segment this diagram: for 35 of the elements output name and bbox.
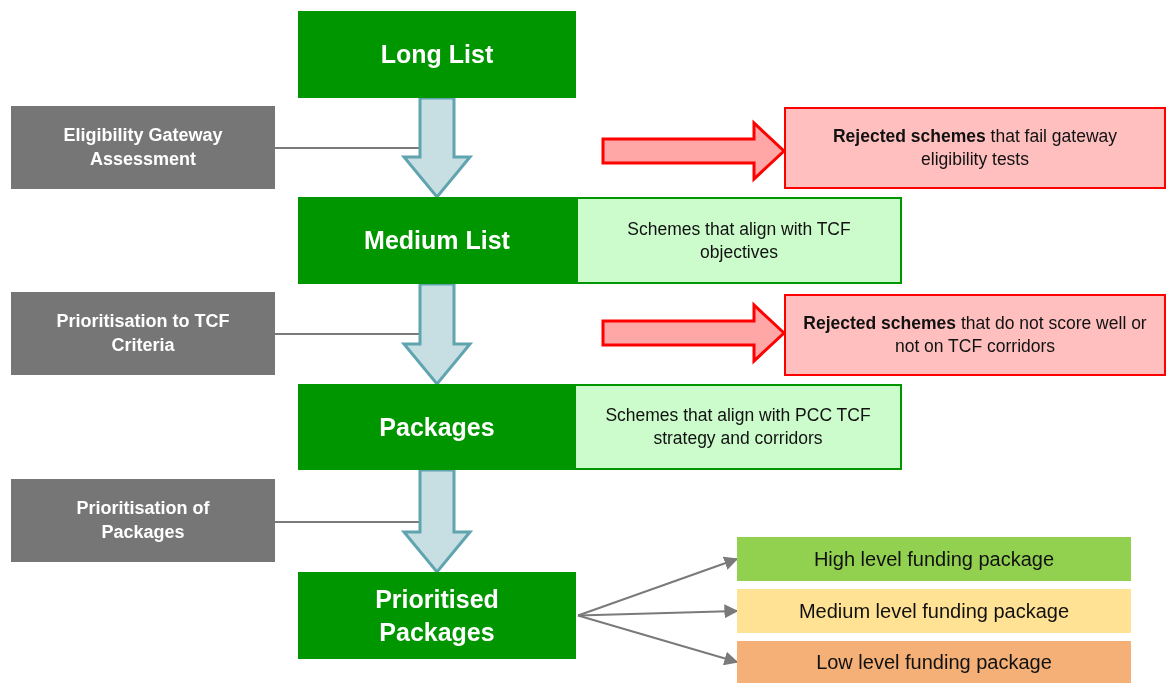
block-arrow xyxy=(400,282,474,387)
node-text: Schemes that align with TCF objectives xyxy=(626,217,852,264)
node-text: Medium List xyxy=(363,225,511,257)
node-text: Rejected schemes that fail gateway eligibility tests xyxy=(831,125,1119,171)
node-text: Eligibility Gateway Assessment xyxy=(62,124,224,171)
node-text: High level funding package xyxy=(812,547,1056,572)
node-text: Prioritisation of Packages xyxy=(75,497,211,544)
rejected-box xyxy=(784,107,1166,189)
block-arrow xyxy=(601,119,787,183)
stage-box xyxy=(298,384,576,470)
block-arrow xyxy=(601,301,787,365)
activity-box xyxy=(11,106,275,189)
stage-box xyxy=(298,572,576,659)
node-text: Schemes that align with PCC TCF strategy and corridors xyxy=(604,404,872,450)
activity-box xyxy=(11,479,275,562)
rejected-box xyxy=(784,294,1166,376)
node-text: Long List xyxy=(379,39,495,71)
block-arrow xyxy=(400,96,474,200)
node-text: Low level funding package xyxy=(815,650,1053,675)
node-text: Medium level funding package xyxy=(797,599,1071,624)
block-arrow xyxy=(400,468,474,575)
node-text: Packages xyxy=(378,411,496,443)
node-text: Rejected schemes that do not score well or not on TCF corridors xyxy=(802,312,1148,358)
node-text: Prioritisation to TCF Criteria xyxy=(55,310,231,357)
arrow xyxy=(577,604,739,619)
funding-box xyxy=(737,589,1131,633)
activity-box xyxy=(11,292,275,375)
arrow xyxy=(577,614,739,666)
node-text: Prioritised Packages xyxy=(374,584,500,648)
description-box xyxy=(574,384,902,470)
funding-box xyxy=(737,537,1131,581)
stage-box xyxy=(298,197,576,284)
description-box xyxy=(576,197,902,284)
funding-box xyxy=(737,641,1131,683)
stage-box xyxy=(298,11,576,98)
